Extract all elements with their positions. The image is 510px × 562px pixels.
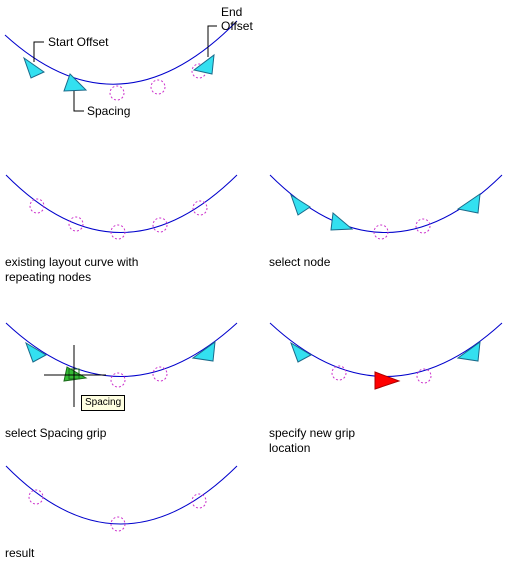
active-spacing-grip-icon[interactable]	[374, 371, 401, 390]
caption-select-spacing: select Spacing grip	[5, 426, 107, 440]
panel-result	[0, 460, 260, 540]
panel-specify	[265, 315, 510, 425]
node-circle[interactable]	[415, 218, 431, 234]
layout-curve	[4, 20, 238, 85]
layout-curve	[269, 322, 503, 377]
caption-result: result	[5, 546, 35, 560]
panel-select-spacing: Spacing	[0, 315, 260, 425]
existing-svg	[5, 174, 238, 240]
caption-existing: existing layout curve with repeating nod…	[5, 255, 139, 284]
result-svg	[5, 465, 238, 532]
node-circle[interactable]	[110, 516, 126, 532]
spacing-grip-icon[interactable]	[63, 73, 88, 92]
start-offset-grip-icon[interactable]	[290, 341, 313, 363]
start-offset-label: Start Offset	[48, 35, 109, 49]
labeled-diagram-svg	[4, 20, 238, 112]
panel-existing	[0, 165, 260, 255]
node-circle[interactable]	[152, 366, 168, 382]
end-offset-grip-icon[interactable]	[191, 340, 216, 362]
node-circle[interactable]	[192, 200, 208, 216]
node-circle[interactable]	[191, 493, 207, 509]
specify-svg	[269, 322, 503, 390]
node-circle[interactable]	[29, 198, 45, 214]
end-offset-label-line2: Offset	[221, 19, 253, 33]
spacing-tooltip: Spacing	[81, 395, 126, 411]
caption-select-node: select node	[269, 255, 331, 269]
node-circle[interactable]	[373, 224, 389, 240]
node-circle[interactable]	[110, 224, 126, 240]
end-offset-grip-icon[interactable]	[192, 53, 215, 75]
node-circle[interactable]	[331, 365, 347, 381]
node-circle[interactable]	[416, 368, 432, 384]
spacing-grip-icon[interactable]	[330, 212, 354, 231]
end-offset-grip-icon[interactable]	[456, 340, 481, 362]
start-offset-grip-icon[interactable]	[23, 56, 45, 79]
spacing-label: Spacing	[87, 104, 131, 118]
caption-specify: specify new grip location	[269, 426, 356, 455]
start-offset-leader	[33, 41, 44, 62]
start-offset-grip-icon[interactable]	[25, 341, 48, 363]
node-circle[interactable]	[110, 372, 126, 388]
end-offset-leader	[207, 25, 217, 57]
layout-curve	[5, 174, 238, 233]
node-circle[interactable]	[68, 216, 84, 232]
select-node-svg	[269, 174, 503, 240]
node-circle[interactable]	[109, 85, 125, 101]
layout-curve	[5, 322, 238, 377]
end-offset-grip-icon[interactable]	[456, 192, 481, 214]
layout-curve	[5, 465, 238, 525]
end-offset-label-line1: End	[221, 5, 243, 19]
panel-labeled-diagram: Start Offset End Offset Spacing	[0, 0, 260, 125]
node-circle[interactable]	[152, 217, 168, 233]
panel-select-node	[265, 165, 510, 255]
start-offset-grip-icon[interactable]	[290, 193, 311, 216]
node-circle[interactable]	[150, 79, 166, 95]
spacing-leader	[73, 88, 84, 112]
select-spacing-svg	[5, 322, 238, 407]
node-circle[interactable]	[28, 489, 44, 505]
